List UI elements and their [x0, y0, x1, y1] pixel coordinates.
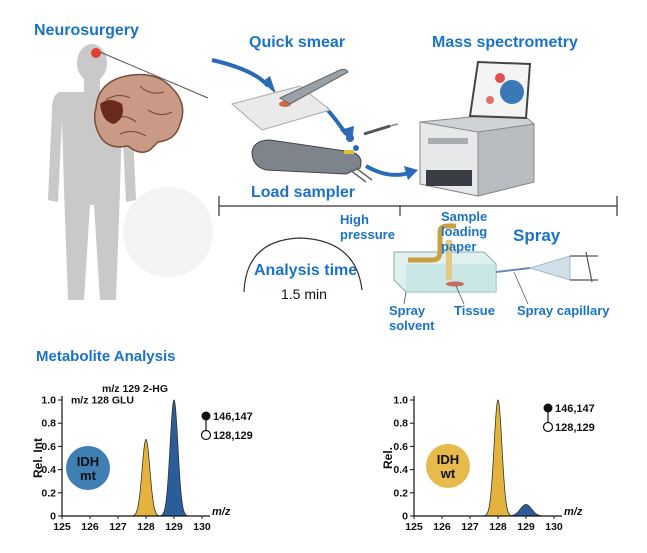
mass-spectrometer-device — [419, 60, 535, 197]
peak-label-1: m/z 129 2-HG — [102, 383, 168, 395]
idh-circle — [426, 444, 470, 488]
brain-illustration — [93, 73, 184, 153]
spray-capillary-label: Spray capillary — [517, 303, 610, 318]
y-tick-label-3: 0.6 — [41, 441, 56, 453]
x-tick-label-1: 126 — [433, 521, 451, 533]
legend-entry-0: 146,147 — [213, 411, 253, 423]
spray-pointer-lines — [403, 271, 529, 305]
y-tick-label-3: 0.6 — [393, 441, 408, 453]
x-tick-label-0: 125 — [53, 521, 71, 533]
mass-spectrometry-label: Mass spectrometry — [432, 34, 578, 51]
quick-smear-label: Quick smear — [249, 34, 346, 51]
x-tick-label-5: 130 — [193, 521, 211, 533]
y-tick-label-1: 0.2 — [393, 487, 408, 499]
legend-marker-filled — [201, 411, 211, 421]
smear-paper — [230, 68, 349, 131]
high-pressure-label: High pressure — [340, 212, 395, 242]
x-tick-label-3: 128 — [489, 521, 507, 533]
y-tick-label-5: 1.0 — [393, 395, 408, 407]
x-tick-label-2: 127 — [461, 521, 479, 533]
head-pointer-line — [99, 51, 209, 99]
neurosurgery-label: Neurosurgery — [34, 22, 139, 39]
analysis-time-value: 1.5 min — [281, 286, 327, 302]
solvent-droplets — [346, 134, 359, 151]
workflow-illustration — [48, 44, 618, 305]
load-sampler-label: Load sampler — [251, 184, 356, 201]
spray-label: Spray — [513, 226, 561, 245]
y-tick-label-0: 0 — [50, 511, 56, 523]
peak-0 — [481, 399, 515, 517]
idh-circle — [66, 446, 110, 490]
legend-marker-open — [200, 429, 212, 441]
x-tick-label-4: 129 — [165, 521, 183, 533]
syringe-icon — [363, 123, 399, 136]
idh-circle-text-top: IDH — [437, 452, 459, 467]
y-tick-label-0: 0 — [402, 511, 408, 523]
y-tick-label-2: 0.4 — [393, 464, 408, 476]
x-tick-label-2: 127 — [109, 521, 127, 533]
peak-label-0: m/z 128 GLU — [71, 394, 134, 406]
legend-entry-0: 146,147 — [555, 403, 595, 415]
x-tick-label-5: 130 — [545, 521, 563, 533]
y-tick-label-1: 0.2 — [41, 487, 56, 499]
idh-circle-text-bottom: wt — [440, 466, 456, 481]
peak-0 — [129, 438, 163, 517]
spray-apparatus — [393, 223, 598, 293]
surgery-site-marker — [91, 48, 101, 58]
y-axis-label: Rel. — [381, 447, 395, 469]
y-axis-label: Rel. Int — [31, 438, 45, 478]
x-axis-label: m/z — [564, 506, 583, 518]
tissue-label: Tissue — [454, 303, 495, 318]
legend-entry-1: 128,129 — [213, 430, 253, 442]
x-tick-label-1: 126 — [81, 521, 99, 533]
y-tick-label-5: 1.0 — [41, 395, 56, 407]
metabolite-analysis-title: Metabolite Analysis — [36, 348, 176, 365]
load-sampler-bracket — [218, 196, 618, 216]
analysis-time-arc — [243, 237, 363, 293]
sampler-device — [251, 139, 373, 183]
idh-circle-text-bottom: mt — [80, 468, 97, 483]
y-tick-label-4: 0.8 — [393, 418, 408, 430]
spray-solvent-label: Spray solvent — [389, 303, 435, 333]
x-tick-label-0: 125 — [405, 521, 423, 533]
sample-loading-paper-label: Sample loading paper — [441, 209, 488, 254]
y-tick-label-2: 0.4 — [41, 464, 56, 476]
peak-1 — [503, 503, 549, 517]
x-tick-label-4: 129 — [517, 521, 535, 533]
background-circle — [123, 187, 213, 277]
legend-entry-1: 128,129 — [555, 422, 595, 434]
x-axis-label: m/z — [212, 506, 231, 518]
x-tick-label-3: 128 — [137, 521, 155, 533]
legend-marker-filled — [543, 403, 553, 413]
peak-1 — [157, 399, 191, 517]
legend-marker-open — [542, 421, 554, 433]
analysis-time-label: Analysis time — [254, 262, 358, 279]
idh-circle-text-top: IDH — [77, 454, 99, 469]
y-tick-label-4: 0.8 — [41, 418, 56, 430]
